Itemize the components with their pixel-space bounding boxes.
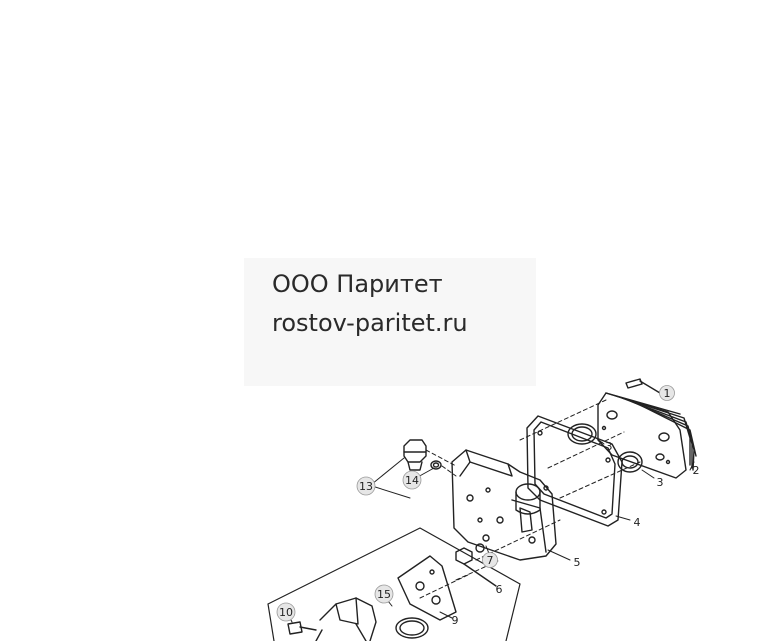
callout-2: 2: [693, 464, 700, 477]
callout-15: 15: [374, 584, 394, 604]
callout-number: 3: [657, 476, 664, 489]
company-name: ООО Паритет: [272, 270, 443, 298]
part-gasket-4: [526, 415, 623, 527]
callout-number: 6: [496, 583, 503, 596]
callout-circle: [374, 584, 394, 604]
callout-14: 14: [402, 470, 422, 490]
callout-number: 4: [634, 516, 641, 529]
callout-3: 3: [657, 476, 664, 489]
callout-circle: [482, 552, 498, 568]
callout-9: 9: [452, 614, 459, 627]
part-cooler-housing-5: [451, 449, 557, 561]
part-plug-13: [403, 439, 427, 471]
part-bolt-1: [625, 378, 661, 394]
callout-4: 4: [634, 516, 641, 529]
callout-number: 3: [606, 440, 613, 453]
callout-number: 14: [405, 474, 419, 487]
callout-3: 3: [606, 440, 613, 453]
callout-10: 10: [276, 602, 296, 622]
callout-7: 7: [482, 552, 498, 568]
callout-circle: [659, 385, 675, 401]
callout-number: 1: [664, 387, 671, 400]
callout-5: 5: [574, 556, 581, 569]
callout-number: 7: [487, 554, 494, 567]
part-bolt-10: [287, 621, 317, 635]
callout-number: 5: [574, 556, 581, 569]
company-website: rostov-paritet.ru: [272, 309, 468, 337]
callout-number: 9: [452, 614, 459, 627]
callout-number: 13: [359, 480, 373, 493]
callout-labels: 1 2 3 3 4 5 6 7 9 10 13 14 15: [276, 385, 700, 627]
callout-circle: [356, 476, 376, 496]
part-plug-6: [455, 547, 497, 587]
callout-number: 15: [377, 588, 391, 601]
watermark-box: [244, 258, 536, 386]
callout-6: 6: [496, 583, 503, 596]
callout-circle: [276, 602, 296, 622]
callout-circle: [402, 470, 422, 490]
part-filter-head: [315, 597, 377, 641]
part-lower-gasket-9: [397, 555, 457, 621]
part-oil-cooler-core: [597, 392, 697, 479]
part-washer-14: [430, 460, 442, 470]
callout-1: 1: [659, 385, 675, 401]
callout-number: 2: [693, 464, 700, 477]
part-o-ring-15: [395, 617, 429, 639]
callout-number: 10: [279, 606, 293, 619]
part-plug-7: [475, 534, 490, 553]
callout-13: 13: [356, 476, 376, 496]
assembly-guide-lines: [419, 399, 641, 599]
